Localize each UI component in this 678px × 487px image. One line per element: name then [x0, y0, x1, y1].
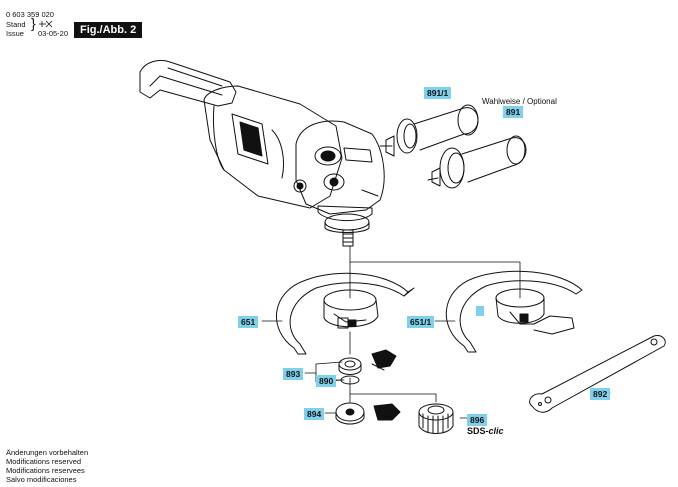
grinder-body-shape	[203, 85, 343, 209]
footer-notes: Änderungen vorbehalten Modifications res…	[6, 448, 88, 484]
clamp-nut-894-shape	[335, 402, 401, 425]
label-893: 893	[283, 368, 304, 380]
leader-lines	[261, 245, 611, 419]
issue-label: Issue	[6, 29, 24, 38]
label-892: 892	[590, 388, 611, 400]
sds-clic-label: SDS-clic	[467, 426, 504, 436]
side-handle-891-1-shape	[379, 104, 479, 157]
label-896: 896	[467, 414, 488, 426]
guard-651-shape	[275, 272, 415, 355]
guard-651-1-shape	[445, 270, 583, 353]
side-handle-891-shape	[427, 135, 527, 189]
rear-handle-shape	[139, 59, 237, 107]
label-optional: Wahlweise / Optional	[482, 97, 557, 106]
footer-line: Salvo modificaciones	[6, 475, 77, 484]
gear-head-shape	[295, 120, 385, 233]
doc-number: 0 603 359 020	[6, 10, 54, 19]
label-890: 890	[316, 375, 337, 387]
label-651-1: 651/1	[407, 316, 435, 328]
footer-line: Änderungen vorbehalten	[6, 448, 89, 457]
label-894: 894	[304, 408, 325, 420]
issue-date: 03-05-20	[38, 29, 69, 38]
stand-label: Stand	[6, 20, 26, 29]
label-891-1: 891/1	[424, 87, 452, 99]
spindle-shape	[342, 229, 354, 247]
footer-line: Modifications reservees	[6, 466, 85, 475]
brace-icon: }	[31, 15, 36, 31]
flange-893-shape	[338, 349, 397, 385]
spanner-892-shape	[529, 335, 666, 413]
sds-suffix: clic	[488, 426, 504, 436]
footer-line: Modifications reserved	[6, 457, 82, 466]
sds-prefix: SDS-	[467, 426, 489, 436]
callout-marker	[476, 306, 484, 316]
figure-badge: Fig./Abb. 2	[74, 22, 143, 38]
label-891: 891	[503, 106, 524, 118]
sds-clic-nut-896-shape	[418, 403, 454, 434]
label-651: 651	[238, 316, 259, 328]
